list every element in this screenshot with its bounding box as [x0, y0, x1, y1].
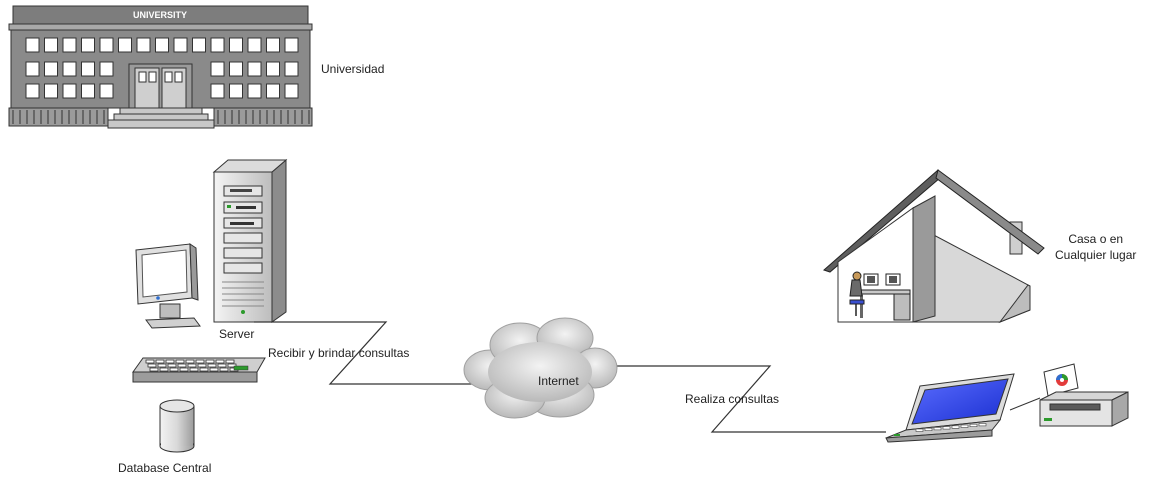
key	[951, 425, 960, 429]
server-label: Server	[219, 327, 255, 341]
key	[978, 423, 987, 427]
key	[197, 363, 207, 368]
home-label: Casa o en Cualquier lugar	[1055, 232, 1137, 262]
internet-cloud-icon	[463, 317, 618, 419]
keyboard-icon	[132, 357, 266, 383]
window-pane	[25, 61, 40, 77]
server-tower-icon	[212, 158, 288, 323]
link-internet-laptop	[596, 365, 886, 433]
key	[915, 428, 924, 432]
key	[187, 363, 197, 368]
key	[205, 359, 215, 364]
internet-label: Internet	[538, 374, 579, 388]
key	[189, 367, 199, 372]
window-pane	[229, 83, 243, 99]
key	[217, 363, 227, 368]
desktop-monitor-icon	[135, 243, 201, 329]
house-icon	[823, 169, 1045, 324]
window-pane	[25, 37, 40, 53]
window-pane	[266, 37, 280, 53]
database-icon	[159, 399, 195, 453]
window-pane	[99, 83, 114, 99]
window-pane	[210, 37, 225, 53]
key	[225, 359, 235, 364]
key	[185, 359, 195, 364]
window-pane	[62, 61, 77, 77]
key	[177, 363, 187, 368]
key	[933, 427, 942, 431]
key	[155, 359, 165, 364]
window-pane	[247, 37, 262, 53]
key	[227, 363, 237, 368]
key	[209, 367, 219, 372]
key	[167, 363, 177, 368]
window-pane	[44, 83, 58, 99]
key	[195, 359, 205, 364]
database-label: Database Central	[118, 461, 212, 475]
key	[145, 359, 155, 364]
window-pane	[136, 37, 151, 53]
window-pane	[247, 61, 262, 77]
key	[179, 367, 189, 372]
window-pane	[266, 61, 280, 77]
window-pane	[284, 37, 299, 53]
key	[175, 359, 185, 364]
university-sign: UNIVERSITY	[133, 10, 187, 20]
window-pane	[81, 61, 95, 77]
printer-icon	[1039, 363, 1129, 427]
window-pane	[44, 37, 58, 53]
window-pane	[62, 83, 77, 99]
key	[219, 367, 229, 372]
link-server-internet	[254, 321, 477, 385]
window-pane	[284, 83, 299, 99]
key	[215, 359, 225, 364]
window-pane	[44, 61, 58, 77]
key	[157, 363, 167, 368]
laptop-icon	[885, 373, 1041, 443]
window-pane	[229, 37, 243, 53]
window-pane	[62, 37, 77, 53]
window-pane	[266, 83, 280, 99]
university-label: Universidad	[321, 62, 385, 76]
link-label-server-internet: Recibir y brindar consultas	[268, 346, 410, 360]
key	[969, 423, 978, 428]
window-pane	[173, 37, 188, 53]
window-pane	[192, 37, 206, 53]
key	[924, 427, 933, 432]
window-pane	[155, 37, 169, 53]
window-pane	[247, 83, 262, 99]
window-pane	[284, 61, 299, 77]
key	[942, 426, 951, 430]
window-pane	[99, 61, 114, 77]
key	[199, 367, 209, 372]
key	[149, 367, 159, 372]
key	[169, 367, 179, 372]
key	[207, 363, 217, 368]
key	[147, 363, 157, 368]
window-pane	[25, 83, 40, 99]
window-pane	[118, 37, 132, 53]
window-pane	[81, 37, 95, 53]
window-pane	[99, 37, 114, 53]
link-label-internet-laptop: Realiza consultas	[685, 392, 780, 406]
window-pane	[210, 61, 225, 77]
key	[960, 424, 969, 428]
window-pane	[229, 61, 243, 77]
window-pane	[81, 83, 95, 99]
university-building-icon: UNIVERSITY	[8, 5, 313, 129]
window-pane	[210, 83, 225, 99]
key	[159, 367, 169, 372]
key	[165, 359, 175, 364]
